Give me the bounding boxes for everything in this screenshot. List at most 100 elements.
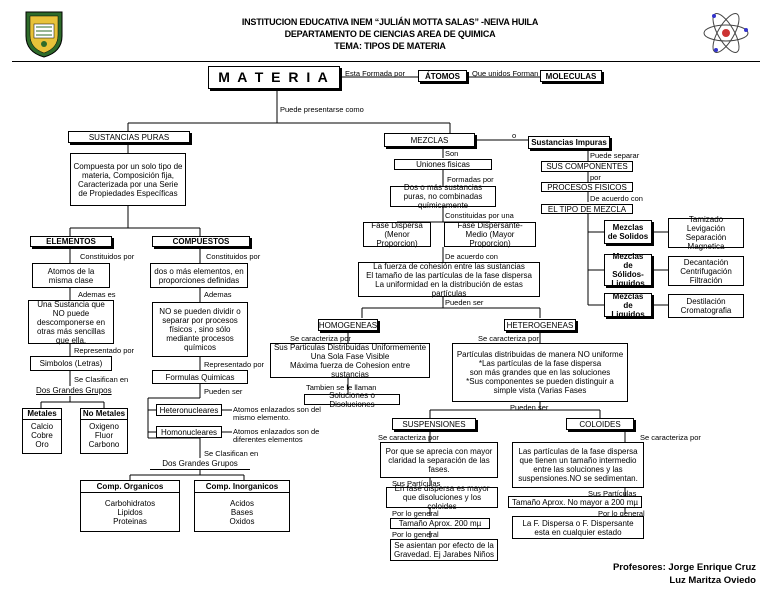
inorganico-item: Acidos xyxy=(229,499,254,508)
uniones-fisicas-box: Uniones fisicas xyxy=(394,159,492,170)
se-clasifican-compuestos: Se Clasifican en xyxy=(204,449,259,458)
no-metal-item: Oxigeno xyxy=(89,422,119,431)
header-topic: TEMA: TIPOS DE MATERIA xyxy=(334,41,446,51)
simbolos-box: Simbolos (Letras) xyxy=(30,356,112,371)
sus-particulas-coloides: Sus Partículas xyxy=(588,489,637,498)
heterogeneas-desc-box: Partículas distribuidas de manera NO uni… xyxy=(452,343,628,402)
cohesion-box: La fuerza de cohesión entre las sustanci… xyxy=(358,261,540,298)
coloides-box: COLOIDES xyxy=(566,418,634,430)
organico-item: Carbohidratos xyxy=(104,499,156,508)
por-lo-general-coloides: Por lo general xyxy=(598,509,645,518)
footer-teacher-1: Profesores: Jorge Enrique Cruz xyxy=(612,562,756,573)
coloides-particulas-box: Tamaño Aprox. No mayor a 200 mµ xyxy=(508,496,642,508)
mezclas-solidos-liquidos-box: Mezclas de Sólidos-Liquidos xyxy=(604,252,652,288)
atom-icon xyxy=(703,13,749,53)
heterogeneas-desc-item: son más grandes que en las soluciones xyxy=(469,368,611,377)
sus-componentes-box: SUS COMPONENTES xyxy=(541,161,633,172)
dos-grupos-elementos-label: Dos Grandes Grupos xyxy=(36,386,112,395)
comp-organicos-title: Comp. Organicos xyxy=(81,481,179,493)
de-acuerdo-con-impuras: De acuerdo con xyxy=(590,194,643,203)
procesos-fisicos-box: PROCESOS FISICOS xyxy=(541,182,633,192)
constituidas-por-label: Constituidas por una xyxy=(445,211,514,220)
metales-title: Metales xyxy=(23,409,61,420)
header-department: DEPARTAMENTO DE CIENCIAS AREA DE QUIMICA xyxy=(284,29,496,39)
tipo-mezcla-box: EL TIPO DE MEZCLA xyxy=(541,204,633,214)
inorganico-item: Oxidos xyxy=(229,517,255,526)
son-label: Son xyxy=(445,149,459,158)
comp-inorganicos-box: Comp. Inorganicos Acidos Bases Oxidos xyxy=(194,480,290,532)
elementos-atomos-desc: Atomos de la misma clase xyxy=(32,263,110,288)
constituidos-por-compuestos: Constituidos por xyxy=(206,252,261,261)
suspensiones-general-box: Se asientan por efecto de la Gravedad. E… xyxy=(390,539,498,561)
se-caracteriza-coloides: Se caracteriza por xyxy=(640,433,701,442)
moleculas-box: MOLECULAS xyxy=(540,70,602,82)
heterogeneas-desc-item: simple vista (Varias Fases xyxy=(493,386,587,395)
dos-o-mas-box: Dos o más sustancias puras, no combinada… xyxy=(390,183,496,210)
suspensiones-desc: Por que se aprecia con mayor claridad la… xyxy=(380,442,498,478)
suspensiones-tamano-box: Tamaño Aprox. 200 mµ xyxy=(390,518,490,529)
de-acuerdo-con-mezclas: De acuerdo con xyxy=(445,252,498,261)
se-caracteriza-heterogeneas: Se caracteriza por xyxy=(478,334,539,343)
sep-sl-item: Decantación xyxy=(683,257,729,267)
mezclas-box: MEZCLAS xyxy=(384,133,475,147)
pueden-ser-heterogeneas: Pueden ser xyxy=(510,403,549,412)
coloides-desc: Las partículas de la fase dispersa que t… xyxy=(512,442,644,488)
cohesion-item: La uniformidad en la distribución de est… xyxy=(375,279,523,298)
puede-separar-label: Puede separar xyxy=(590,151,640,160)
representado-por-compuestos: Representado por xyxy=(204,360,265,369)
mezclas-solidos-box: Mezclas de Solidos xyxy=(604,220,652,244)
metal-item: Oro xyxy=(35,440,49,449)
materia-box: M A T E R I A xyxy=(208,66,340,89)
sep-solidos-item: Separación Magnetica xyxy=(685,233,727,251)
compuestos-desc: dos o más elementos, en proporciones def… xyxy=(150,263,248,288)
homonucleares-box: Homonucleares xyxy=(156,426,222,438)
sep-liquidos-item: Destilación xyxy=(686,297,726,306)
sep-solidos-liquidos-box: Decantación Centrifugación Filtración xyxy=(668,256,744,286)
compuestos-box: COMPUESTOS xyxy=(152,236,250,247)
homogeneas-desc-box: Sus Particulas Distribuidas Uniformement… xyxy=(270,343,430,379)
fase-dispersa-box: Fase Dispersa (Menor Proporcion) xyxy=(363,221,431,248)
elementos-box: ELEMENTOS xyxy=(30,236,112,247)
organico-item: Proteinas xyxy=(113,517,147,526)
pueden-ser-mezclas: Pueden ser xyxy=(445,298,484,307)
soluciones-box: Soluciones o Disoluciones xyxy=(304,391,400,409)
suspensiones-particulas-box: En fase dispersa es mayor que disolucion… xyxy=(386,484,498,511)
mezclas-liquidos-box: Mezclas de Liquidos xyxy=(604,292,652,319)
dos-grupos-compuestos: Dos Grandes Grupos xyxy=(150,458,250,470)
sep-liquidos-item: Cromatografia xyxy=(680,306,732,315)
atomos-box: ÁTOMOS xyxy=(418,70,467,82)
inorganico-item: Bases xyxy=(230,508,254,517)
no-metales-title: No Metales xyxy=(81,409,127,420)
homonucleares-desc: Atomos enlazados son de diferentes eleme… xyxy=(233,427,320,444)
homogeneas-desc-item: Máxima fuerza de Cohesion entre sustanci… xyxy=(289,360,411,379)
header-divider xyxy=(12,61,760,62)
representado-por-elementos: Representado por xyxy=(74,346,135,355)
heteronucleares-box: Heteronucleares xyxy=(156,404,222,416)
metales-box: Metales Calcio Cobre Oro xyxy=(22,408,62,454)
sep-sl-item: Filtración xyxy=(689,275,723,285)
sep-solidos-item: Levigación xyxy=(686,224,726,233)
coloides-general-box: La F. Dispersa o F. Dispersante esta en … xyxy=(512,516,644,539)
ademas-es-label: Ademas es xyxy=(78,290,116,299)
se-caracteriza-suspensiones: Se caracteriza por xyxy=(378,433,439,442)
heterogeneas-desc-item: *Sus componentes se pueden distinguir a xyxy=(466,377,614,386)
ademas-label: Ademas xyxy=(204,290,232,299)
sustancias-puras-box: SUSTANCIAS PURAS xyxy=(68,131,190,143)
sustancias-puras-desc: Compuesta por un solo tipo de materia, C… xyxy=(70,153,186,206)
tambien-llaman-label: Tambien se le llaman xyxy=(306,383,377,392)
formulas-box: Formulas Quimicas xyxy=(152,370,248,384)
esta-formada-label: Esta Formada por xyxy=(345,69,406,78)
elementos-no-descomp-desc: Una Sustancia que NO puede descomponerse… xyxy=(28,300,114,345)
o-label: o xyxy=(512,131,517,140)
homogeneas-desc-item: Una Sola Fase Visible xyxy=(310,351,390,361)
que-unidos-label: Que unidos Forman xyxy=(472,69,539,78)
cohesion-item: La fuerza de cohesión entre las sustanci… xyxy=(373,261,525,271)
puede-presentarse-label: Puede presentarse como xyxy=(280,105,364,114)
por-lo-general-susp-2: Por lo general xyxy=(392,530,439,539)
heteronucleares-desc: Atomos enlazados son del mismo elemento. xyxy=(233,405,321,422)
header: INSTITUCION EDUCATIVA INEM “JULIÁN MOTTA… xyxy=(0,0,768,64)
heterogeneas-desc-item: Partículas distribuidas de manera NO uni… xyxy=(456,350,624,359)
no-metal-item: Carbono xyxy=(88,440,120,449)
sus-particulas-suspensiones: Sus Partículas xyxy=(392,479,441,488)
